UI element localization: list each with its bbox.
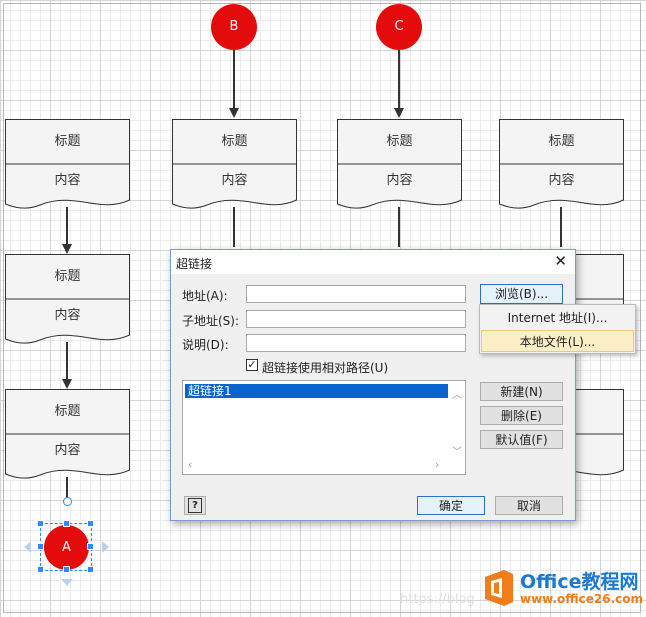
resize-handle[interactable]	[87, 566, 94, 573]
default-button[interactable]: 默认值(F)	[480, 430, 563, 449]
resize-handle[interactable]	[87, 543, 94, 550]
address-input[interactable]	[246, 285, 466, 303]
description-label: 说明(D):	[182, 338, 229, 352]
site-logo: Office教程网 www.office26.com	[482, 567, 644, 609]
process-shape[interactable]: 标题 内容	[5, 389, 130, 479]
resize-handle[interactable]	[37, 566, 44, 573]
arrow-head-icon	[62, 244, 72, 254]
new-button[interactable]: 新建(N)	[480, 382, 563, 401]
menu-item-internet-address[interactable]: Internet 地址(I)...	[507, 311, 608, 325]
office-logo-icon	[485, 570, 513, 606]
shape-body: 内容	[54, 308, 81, 323]
drawing-canvas[interactable]	[3, 3, 641, 613]
auto-connect-down-icon[interactable]	[61, 579, 73, 586]
arrow-head-icon	[229, 108, 239, 118]
subaddress-input[interactable]	[246, 310, 466, 328]
scroll-down-icon[interactable]: ﹀	[452, 447, 462, 458]
resize-handle[interactable]	[37, 543, 44, 550]
horizontal-scrollbar[interactable]: ‹ ›	[185, 458, 449, 472]
document-shape-outline	[337, 119, 462, 209]
connector-b[interactable]: B	[211, 4, 257, 50]
connector-line	[398, 50, 400, 108]
connector-c[interactable]: C	[376, 4, 422, 50]
relative-path-label: 超链接使用相对路径(U)	[262, 361, 389, 375]
logo-url: www.office26.com	[520, 592, 644, 606]
subaddress-label: 子地址(S):	[182, 314, 240, 328]
relative-path-checkbox[interactable]: ✓	[246, 358, 258, 371]
delete-button[interactable]: 删除(E)	[480, 406, 563, 425]
shape-title: 标题	[221, 134, 248, 149]
resize-handle[interactable]	[63, 566, 70, 573]
scroll-right-icon[interactable]: ›	[435, 458, 440, 471]
close-icon[interactable]: ✕	[554, 252, 567, 270]
process-shape[interactable]: 标题 内容	[5, 254, 130, 344]
logo-brand: Office教程网	[520, 571, 639, 593]
document-shape-outline	[172, 119, 297, 209]
connector-line	[66, 207, 68, 245]
document-shape-outline	[5, 389, 130, 479]
connector-line	[233, 207, 235, 247]
connector-a[interactable]: A	[44, 525, 89, 570]
scroll-up-icon[interactable]: ︿	[452, 390, 462, 401]
watermark-text: https://blog	[400, 592, 475, 607]
menu-item-local-file[interactable]: 本地文件(L)...	[481, 330, 634, 352]
arrow-head-icon	[394, 108, 404, 118]
document-shape-outline	[5, 119, 130, 209]
process-shape[interactable]: 标题 内容	[172, 119, 297, 209]
resize-handle[interactable]	[87, 520, 94, 527]
address-label: 地址(A):	[182, 289, 228, 303]
process-shape[interactable]: 标题 内容	[337, 119, 462, 209]
browse-menu[interactable]: Internet 地址(I)... 本地文件(L)...	[479, 304, 636, 354]
resize-handle[interactable]	[63, 520, 70, 527]
connector-line	[398, 207, 400, 247]
document-shape-outline	[499, 119, 624, 209]
shape-title: 标题	[548, 134, 575, 149]
arrow-head-icon	[62, 379, 72, 389]
dialog-title: 超链接	[176, 257, 213, 271]
shape-body: 内容	[54, 443, 81, 458]
shape-body: 内容	[221, 173, 248, 188]
help-icon[interactable]: ?	[184, 496, 206, 515]
shape-title: 标题	[54, 404, 81, 419]
dialog-titlebar[interactable]: 超链接 ✕	[171, 250, 575, 274]
shape-title: 标题	[386, 134, 413, 149]
connector-line	[560, 207, 562, 247]
description-input[interactable]	[246, 334, 466, 352]
rotation-handle[interactable]	[63, 497, 72, 506]
shape-body: 内容	[548, 173, 575, 188]
shape-title: 标题	[54, 134, 81, 149]
shape-body: 内容	[54, 173, 81, 188]
ok-button[interactable]: 确定	[417, 496, 485, 515]
hyperlink-dialog[interactable]: 超链接 ✕ 地址(A): 浏览(B)... 子地址(S): 说明(D): ✓ 超…	[170, 249, 576, 521]
connector-line	[66, 477, 68, 501]
shape-title: 标题	[54, 269, 81, 284]
hyperlink-list[interactable]: 超链接1 ︿ ﹀ ‹ ›	[182, 380, 466, 475]
cancel-button[interactable]: 取消	[495, 496, 563, 515]
resize-handle[interactable]	[37, 520, 44, 527]
list-item[interactable]: 超链接1	[185, 384, 448, 398]
document-shape-outline	[5, 254, 130, 344]
scroll-left-icon[interactable]: ‹	[188, 458, 193, 471]
shape-body: 内容	[386, 173, 413, 188]
browse-button[interactable]: 浏览(B)...	[480, 284, 563, 304]
vertical-scrollbar[interactable]: ︿ ﹀	[449, 383, 463, 459]
auto-connect-right-icon[interactable]	[102, 541, 109, 553]
process-shape[interactable]: 标题 内容	[5, 119, 130, 209]
auto-connect-left-icon[interactable]	[24, 541, 31, 553]
process-shape[interactable]: 标题 内容	[499, 119, 624, 209]
connector-line	[233, 50, 235, 108]
connector-line	[66, 342, 68, 380]
